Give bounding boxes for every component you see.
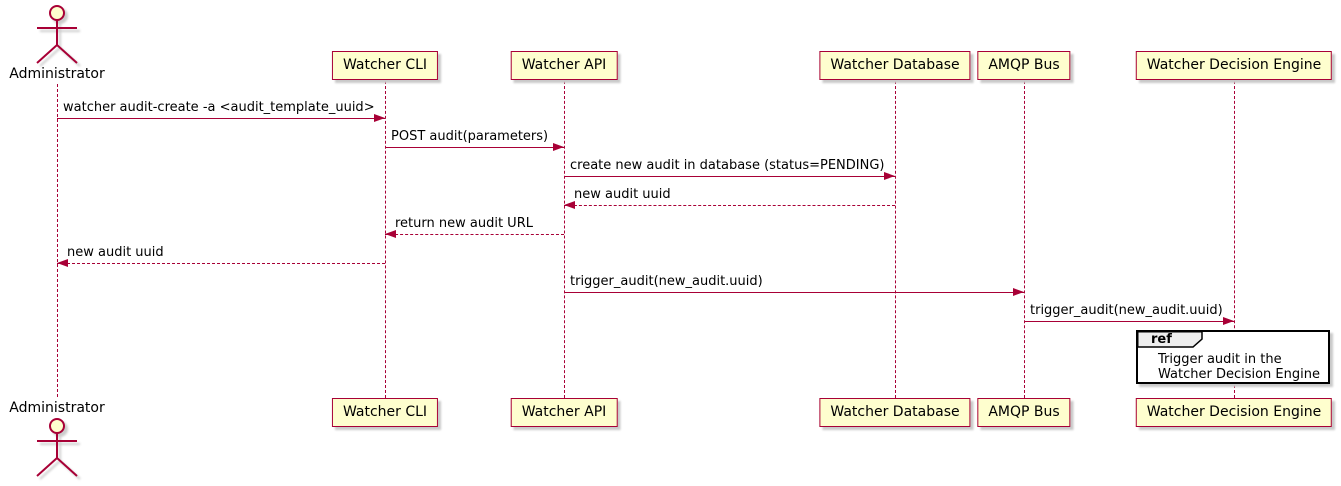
participant-watcher-api-bottom: Watcher API — [510, 398, 618, 427]
participant-watcher-api-top: Watcher API — [510, 51, 618, 80]
message-post-audit: POST audit(parameters) — [385, 129, 564, 152]
message-line — [57, 118, 385, 119]
arrowhead-right-icon — [553, 143, 564, 151]
lifeline-amqp-bus — [1024, 81, 1025, 398]
lifeline-watcher-decision-engine — [1234, 81, 1235, 398]
actor-label-bottom: Administrator — [9, 400, 105, 416]
arrowhead-left-icon — [385, 230, 396, 238]
lifeline-watcher-api — [564, 81, 565, 398]
arrowhead-right-icon — [1013, 288, 1024, 296]
ref-text-line: Trigger audit in the — [1158, 352, 1282, 367]
lifeline-watcher-cli — [385, 81, 386, 398]
message-line — [1024, 321, 1234, 322]
message-label: trigger_audit(new_audit.uuid) — [1030, 303, 1223, 318]
message-line — [385, 234, 564, 235]
ref-text-line: Watcher Decision Engine — [1158, 367, 1320, 382]
arrowhead-left-icon — [57, 259, 68, 267]
ref-keyword: ref — [1151, 332, 1172, 347]
message-audit-create: watcher audit-create -a <audit_template_… — [57, 100, 385, 123]
arrowhead-right-icon — [1223, 317, 1234, 325]
message-return-audit-url: return new audit URL — [385, 216, 564, 239]
message-line — [564, 292, 1024, 293]
participant-watcher-decision-engine-top: Watcher Decision Engine — [1135, 51, 1333, 80]
message-line — [564, 205, 895, 206]
participant-amqp-bus-top: AMQP Bus — [977, 51, 1071, 80]
ref-fragment: ref Trigger audit in the Watcher Decisio… — [1136, 330, 1330, 384]
message-label: trigger_audit(new_audit.uuid) — [570, 274, 763, 289]
message-label: new audit uuid — [67, 245, 164, 260]
message-label: watcher audit-create -a <audit_template_… — [63, 100, 375, 115]
message-label: POST audit(parameters) — [391, 129, 549, 144]
message-line — [385, 147, 564, 148]
message-label: create new audit in database (status=PEN… — [570, 158, 885, 173]
arrowhead-left-icon — [564, 201, 575, 209]
message-new-audit-uuid-cli: new audit uuid — [57, 245, 385, 268]
participant-amqp-bus-bottom: AMQP Bus — [977, 398, 1071, 427]
actor-icon — [36, 418, 78, 477]
message-label: new audit uuid — [574, 187, 671, 202]
message-trigger-audit-amqp: trigger_audit(new_audit.uuid) — [564, 274, 1024, 297]
ref-pentagon-icon — [1137, 331, 1203, 348]
participant-watcher-cli-top: Watcher CLI — [331, 51, 439, 80]
message-line — [57, 263, 385, 264]
actor-label-top: Administrator — [9, 66, 105, 82]
message-trigger-audit-engine: trigger_audit(new_audit.uuid) — [1024, 303, 1234, 326]
arrowhead-right-icon — [374, 114, 385, 122]
message-label: return new audit URL — [395, 216, 533, 231]
message-new-audit-uuid-db: new audit uuid — [564, 187, 895, 210]
message-line — [564, 176, 895, 177]
arrowhead-right-icon — [884, 172, 895, 180]
actor-icon — [36, 5, 78, 64]
lifeline-watcher-database — [895, 81, 896, 398]
participant-watcher-database-top: Watcher Database — [819, 51, 971, 80]
participant-watcher-decision-engine-bottom: Watcher Decision Engine — [1135, 398, 1333, 427]
participant-watcher-database-bottom: Watcher Database — [819, 398, 971, 427]
participant-watcher-cli-bottom: Watcher CLI — [331, 398, 439, 427]
lifeline-administrator — [57, 84, 58, 397]
message-create-new-audit: create new audit in database (status=PEN… — [564, 158, 895, 181]
